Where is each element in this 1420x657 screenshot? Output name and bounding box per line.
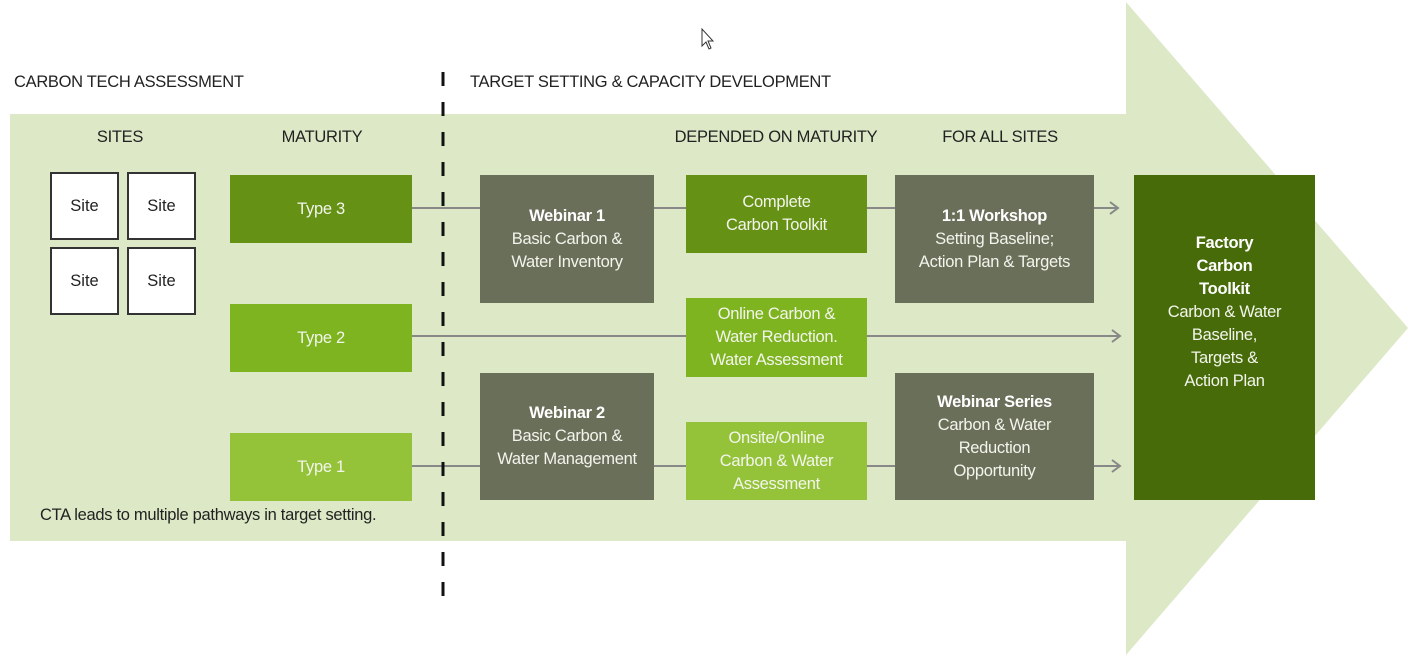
maturity-type-2-label: Type 2 — [297, 328, 345, 347]
webinar-series-title: Webinar Series — [937, 392, 1052, 411]
column-header-maturity: MATURITY — [281, 128, 363, 146]
footnote: CTA leads to multiple pathways in target… — [40, 506, 377, 524]
factory-carbon-toolkit-box: Factory Carbon Toolkit Carbon & Water Ba… — [1134, 175, 1315, 500]
onsite-assessment-line: Onsite/Online — [728, 428, 825, 447]
webinar-1-line: Water Inventory — [511, 252, 623, 271]
webinar-2-box: Webinar 2 Basic Carbon & Water Managemen… — [480, 373, 654, 500]
mouse-cursor-icon — [701, 27, 715, 50]
webinar-series-line: Opportunity — [953, 461, 1036, 480]
webinar-series-box: Webinar Series Carbon & Water Reduction … — [895, 373, 1094, 500]
webinar-1-box: Webinar 1 Basic Carbon & Water Inventory — [480, 175, 654, 303]
complete-toolkit-line: Carbon Toolkit — [726, 216, 827, 234]
maturity-type-3: Type 3 — [230, 175, 412, 243]
maturity-type-3-label: Type 3 — [297, 199, 345, 218]
column-header-sites: SITES — [96, 128, 144, 146]
online-reduction-box: Online Carbon & Water Reduction. Water A… — [686, 298, 867, 377]
site-label: Site — [70, 196, 99, 215]
factory-toolkit-title: Toolkit — [1199, 280, 1250, 298]
factory-toolkit-line: Action Plan — [1184, 372, 1265, 390]
factory-toolkit-line: Carbon & Water — [1167, 303, 1282, 321]
online-reduction-line: Online Carbon & — [717, 305, 836, 323]
factory-toolkit-title: Carbon — [1196, 257, 1253, 275]
workshop-line: Setting Baseline; — [935, 229, 1054, 248]
workshop-title: 1:1 Workshop — [941, 206, 1048, 225]
workshop-line: Action Plan & Targets — [918, 252, 1071, 271]
webinar-2-line: Water Management — [497, 450, 637, 468]
section-title-target-setting: TARGET SETTING & CAPACITY DEVELOPMENT — [470, 73, 831, 91]
complete-carbon-toolkit-box: Complete Carbon Toolkit — [686, 175, 867, 253]
maturity-type-1: Type 1 — [230, 433, 412, 501]
complete-toolkit-line: Complete — [742, 193, 811, 211]
webinar-2-line: Basic Carbon & — [511, 427, 623, 445]
workshop-box: 1:1 Workshop Setting Baseline; Action Pl… — [895, 175, 1094, 303]
webinar-1-line: Basic Carbon & — [511, 229, 623, 248]
maturity-type-2: Type 2 — [230, 304, 412, 372]
webinar-2-title: Webinar 2 — [529, 404, 605, 422]
site-label: Site — [147, 196, 176, 215]
webinar-series-line: Carbon & Water — [937, 415, 1052, 434]
site-box: Site — [50, 172, 119, 240]
online-reduction-line: Water Assessment — [710, 351, 843, 369]
maturity-type-1-label: Type 1 — [297, 457, 345, 476]
onsite-assessment-box: Onsite/Online Carbon & Water Assessment — [686, 422, 867, 500]
online-reduction-line: Water Reduction. — [715, 328, 838, 346]
arrow-tip-icon — [1111, 329, 1122, 343]
column-header-depended-on-maturity: DEPENDED ON MATURITY — [674, 128, 878, 146]
section-title-carbon-tech-assessment: CARBON TECH ASSESSMENT — [14, 73, 244, 91]
onsite-assessment-line: Assessment — [733, 474, 820, 493]
site-box: Site — [50, 247, 119, 315]
onsite-assessment-line: Carbon & Water — [719, 451, 834, 470]
factory-toolkit-line: Targets & — [1191, 349, 1258, 367]
factory-toolkit-title: Factory — [1195, 234, 1254, 252]
site-box: Site — [127, 172, 196, 240]
webinar-series-line: Reduction — [958, 438, 1031, 457]
site-label: Site — [70, 271, 99, 290]
factory-toolkit-line: Baseline, — [1191, 326, 1258, 344]
webinar-1-title: Webinar 1 — [529, 206, 605, 225]
site-box: Site — [127, 247, 196, 315]
arrow-tip-icon — [1109, 201, 1120, 215]
arrow-tip-icon — [1111, 459, 1122, 473]
site-label: Site — [147, 271, 176, 290]
column-header-for-all-sites: FOR ALL SITES — [942, 128, 1058, 146]
